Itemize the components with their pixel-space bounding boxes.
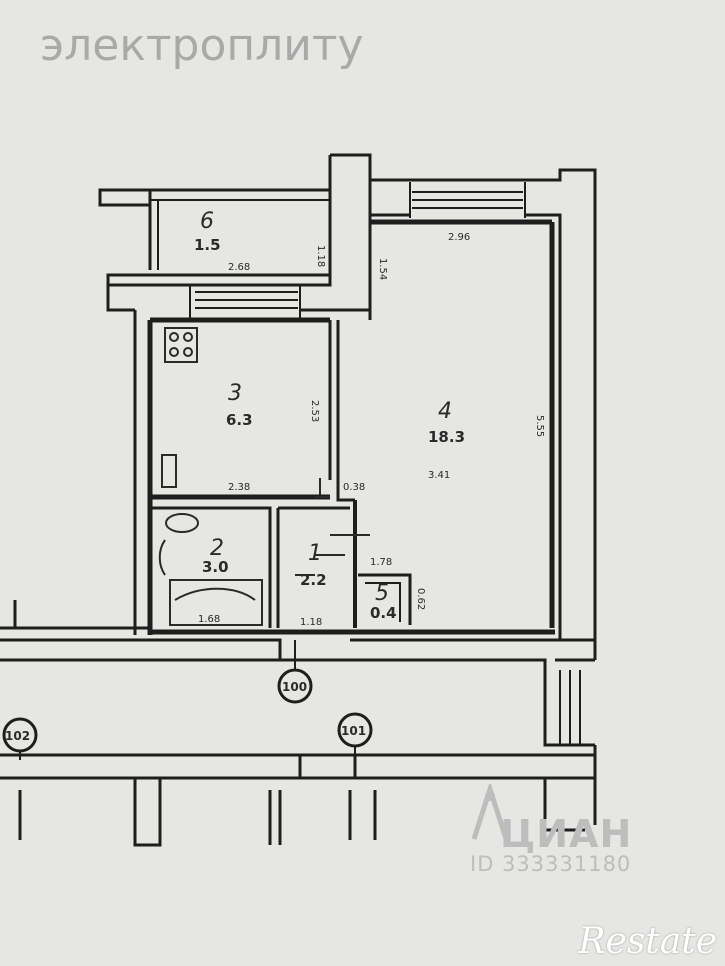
- restate-logo: Restate: [578, 921, 717, 962]
- room-number-living: 4: [438, 399, 452, 424]
- dim-living-width-top: 2.96: [448, 232, 470, 243]
- dim-kitchen-width: 2.38: [228, 482, 250, 493]
- restate-logo-text: Restate: [578, 921, 717, 962]
- cian-logo-icon: [471, 784, 509, 840]
- dimension-labels: 2.68 1.18 2.38 2.53 2.96 3.41 5.55 1.54 …: [198, 232, 545, 628]
- axis-marker-101: [337, 712, 373, 748]
- dim-hall-width: 1.18: [300, 617, 322, 628]
- room-number-hall: 1: [308, 541, 322, 566]
- room-area-balcony: 1.5: [194, 236, 221, 254]
- watermark-brand: ЦИАН: [500, 812, 633, 856]
- axis-marker-102: [2, 717, 38, 753]
- dim-closet-depth: 0.62: [415, 588, 426, 610]
- dim-living-width-mid: 3.41: [428, 470, 450, 481]
- room-area-bathroom: 3.0: [202, 558, 229, 576]
- room-number-bathroom: 2: [210, 536, 224, 561]
- dim-hall-depth: 1.78: [370, 557, 392, 568]
- walls: [0, 153, 597, 847]
- room-number-kitchen: 3: [228, 381, 242, 406]
- fixtures: [158, 327, 370, 626]
- room-number-closet: 5: [375, 581, 389, 606]
- stove-icon: [164, 327, 198, 363]
- axis-label-102: 102: [5, 729, 30, 743]
- watermark-id: ID 333331180: [470, 852, 632, 876]
- room-area-living: 18.3: [428, 428, 465, 446]
- plan-heading: электроплиту: [40, 20, 364, 71]
- room-labels: 6 1.5 3 6.3 4 18.3 2 3.0 1 2.2 5 0.4: [194, 209, 465, 622]
- axis-label-101: 101: [341, 724, 366, 738]
- dim-living-nook: 1.54: [377, 258, 388, 280]
- axis-marker-100: [277, 668, 313, 704]
- bathtub-icon: [169, 579, 263, 626]
- sink-icon: [161, 454, 177, 488]
- cian-watermark: ЦИАН ID 333331180: [470, 782, 670, 882]
- dim-bath-width: 1.68: [198, 614, 220, 625]
- dim-wall-short: 0.38: [343, 482, 365, 493]
- dim-balcony-width: 2.68: [228, 262, 250, 273]
- basin-icon: [158, 539, 166, 576]
- axis-markers: 100 102 101: [2, 640, 373, 760]
- dim-living-depth: 5.55: [534, 415, 545, 437]
- dim-balcony-depth: 1.18: [315, 245, 326, 267]
- room-area-kitchen: 6.3: [226, 411, 253, 429]
- dim-kitchen-depth: 2.53: [309, 400, 320, 422]
- room-area-closet: 0.4: [370, 604, 397, 622]
- room-number-balcony: 6: [200, 209, 214, 234]
- axis-label-100: 100: [282, 680, 307, 694]
- toilet-icon: [165, 513, 199, 533]
- room-area-hall: 2.2: [300, 571, 327, 589]
